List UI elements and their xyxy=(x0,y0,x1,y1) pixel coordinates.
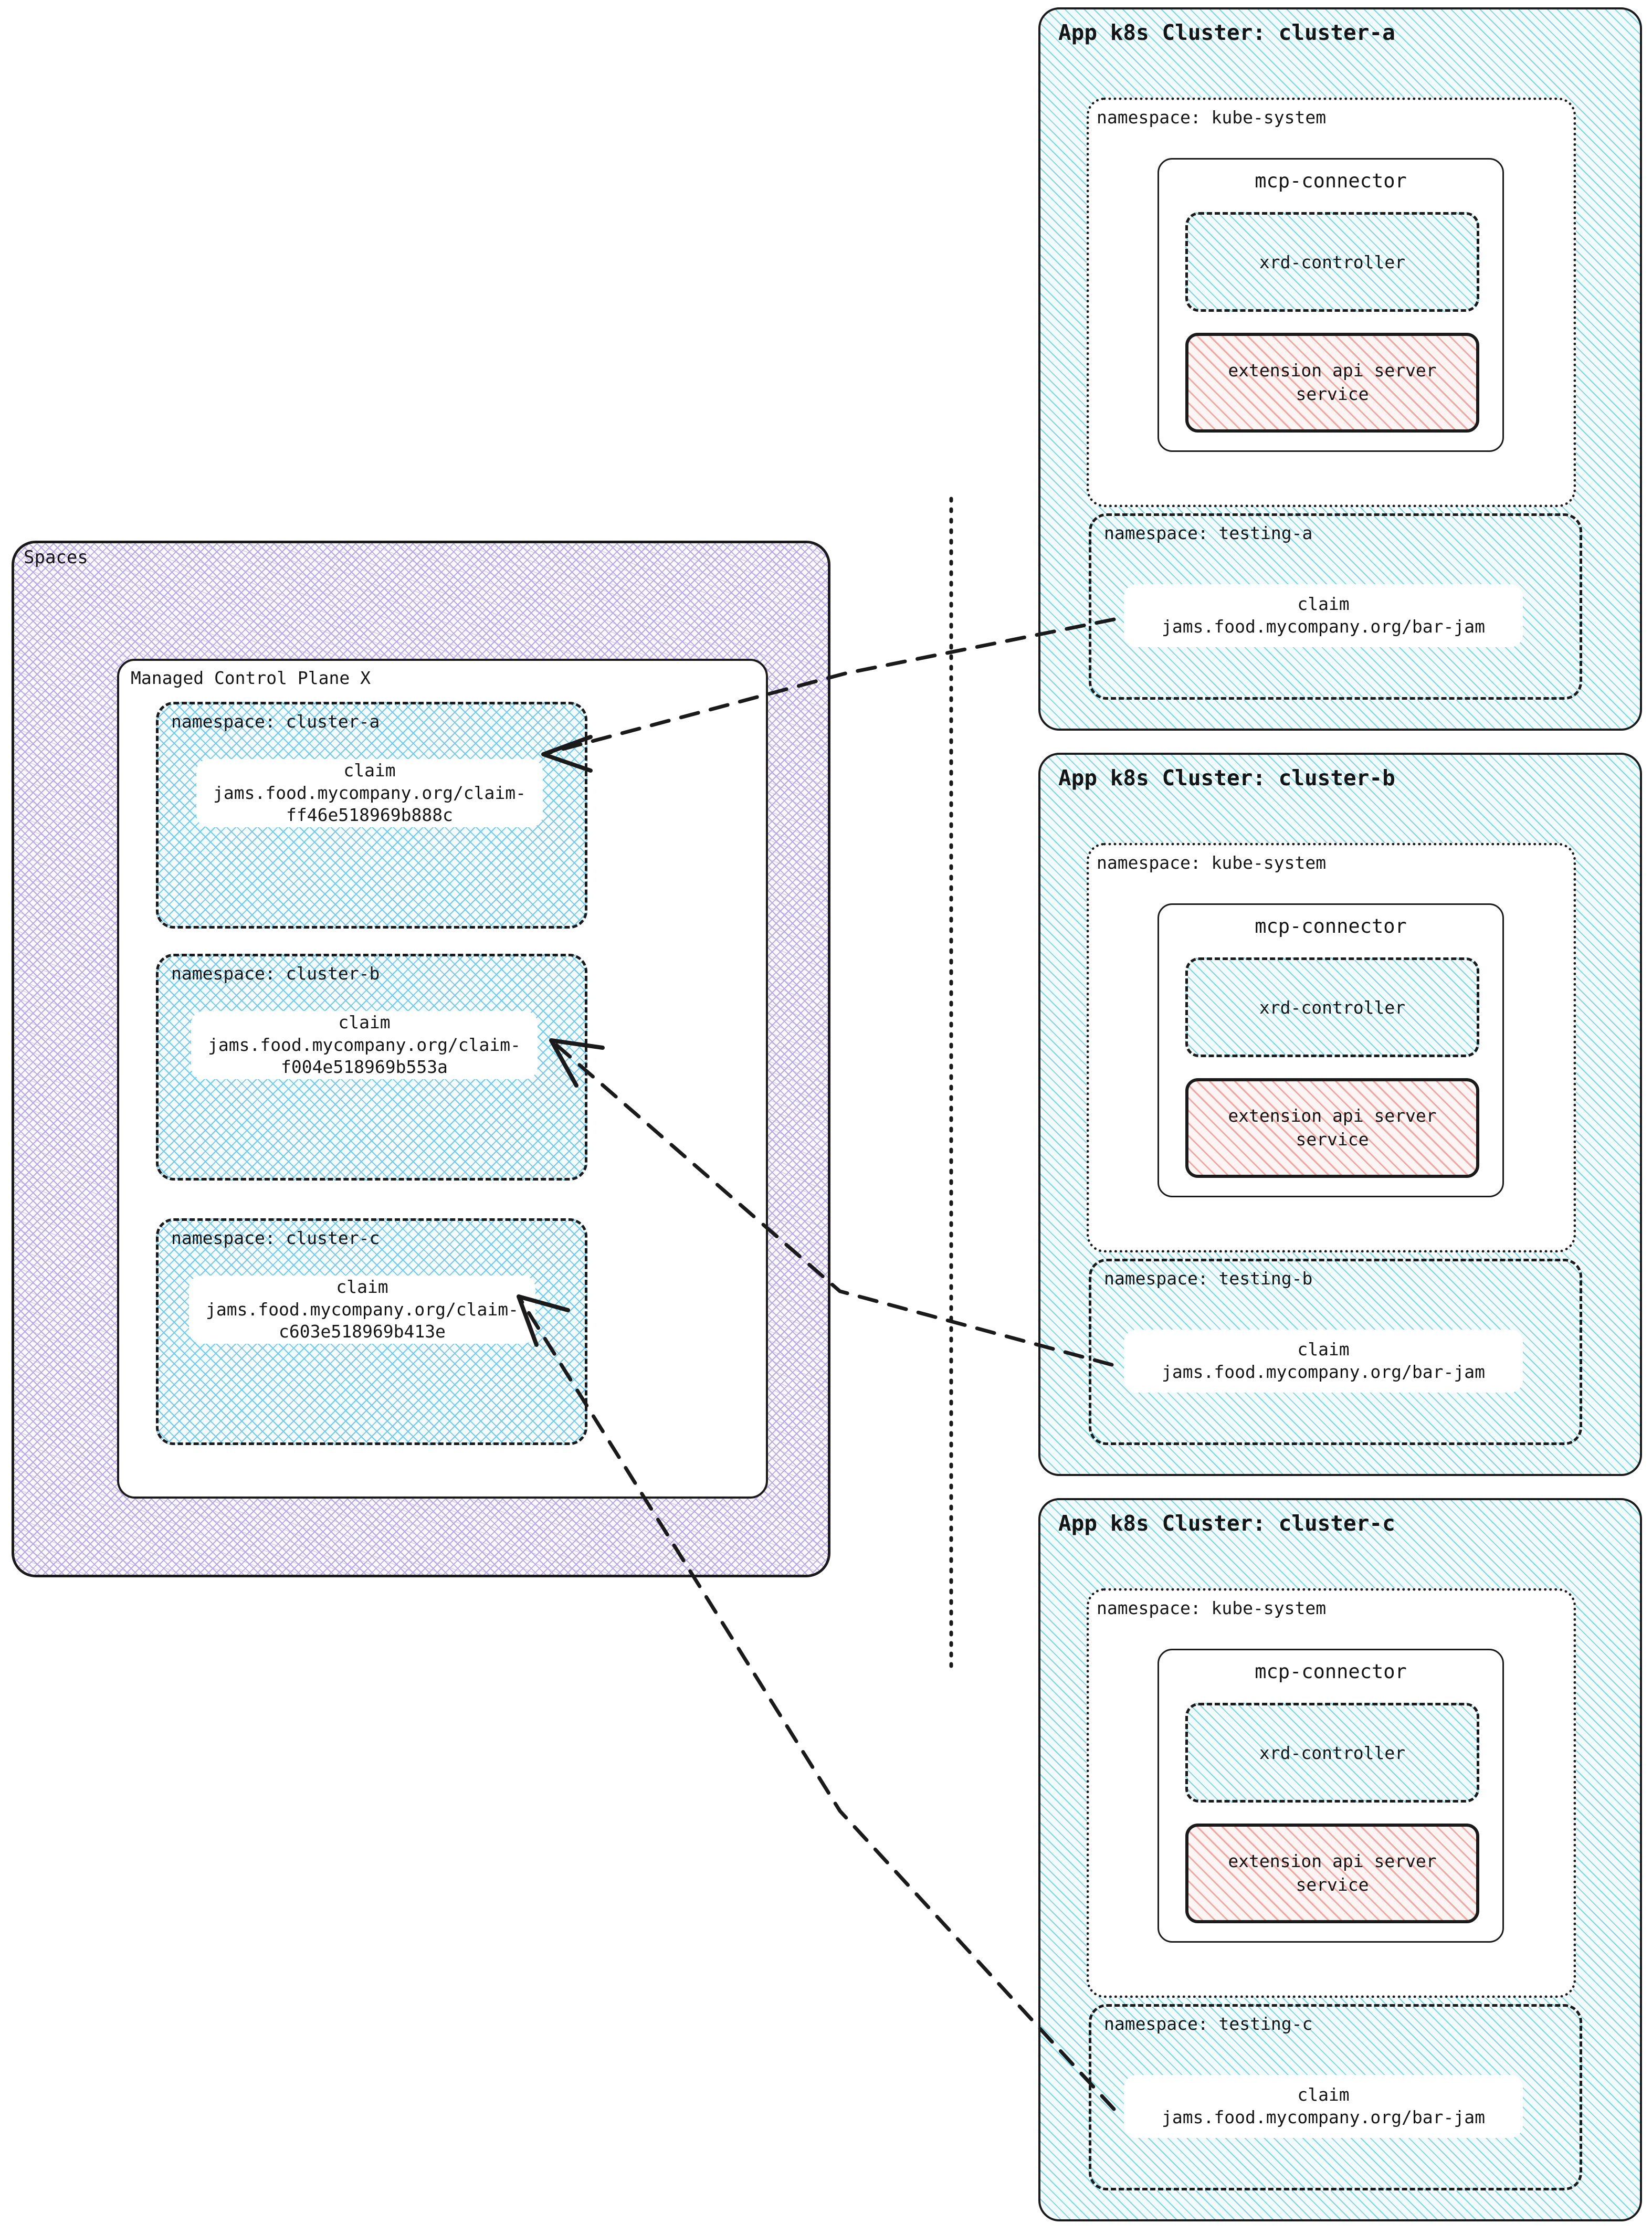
claim-ref: jams.food.mycompany.org/bar-jam xyxy=(1162,1362,1485,1382)
mcp-connector-c[interactable]: mcp-connector xrd-controller extension a… xyxy=(1158,1649,1504,1943)
namespace-cluster-b-label: namespace: cluster-b xyxy=(171,963,380,984)
xrd-controller-c[interactable]: xrd-controller xyxy=(1185,1703,1479,1803)
claim-ref: jams.food.mycompany.org/bar-jam xyxy=(1162,2107,1485,2127)
mcp-connector-b-label: mcp-connector xyxy=(1255,915,1407,937)
namespace-kube-system-a-label: namespace: kube-system xyxy=(1097,107,1327,128)
mcp-connector-a-label: mcp-connector xyxy=(1255,170,1407,192)
xrd-controller-b[interactable]: xrd-controller xyxy=(1185,957,1479,1057)
xrd-controller-c-label: xrd-controller xyxy=(1259,1742,1406,1763)
claim-ref-line1: jams.food.mycompany.org/claim- xyxy=(213,782,527,803)
cluster-c-title: App k8s Cluster: cluster-c xyxy=(1058,1511,1395,1536)
namespace-cluster-c[interactable]: namespace: cluster-c claim jams.food.myc… xyxy=(156,1218,587,1445)
namespace-kube-system-c[interactable]: namespace: kube-system mcp-connector xrd… xyxy=(1087,1588,1576,1998)
claim-ref-line2: f004e518969b553a xyxy=(281,1057,448,1078)
cluster-b-title: App k8s Cluster: cluster-b xyxy=(1058,765,1395,791)
spaces-panel[interactable]: Spaces Managed Control Plane X namespace… xyxy=(12,541,830,1577)
cluster-panel-c[interactable]: App k8s Cluster: cluster-c namespace: ku… xyxy=(1038,1498,1642,2221)
xrd-controller-b-label: xrd-controller xyxy=(1259,997,1406,1018)
namespace-testing-c[interactable]: namespace: testing-c claim jams.food.myc… xyxy=(1089,2004,1582,2190)
xrd-controller-a[interactable]: xrd-controller xyxy=(1185,212,1479,312)
namespace-cluster-b[interactable]: namespace: cluster-b claim jams.food.myc… xyxy=(156,954,587,1181)
namespace-testing-b-label: namespace: testing-b xyxy=(1104,1268,1313,1289)
cluster-a-title: App k8s Cluster: cluster-a xyxy=(1058,20,1395,45)
managed-control-plane-label: Managed Control Plane X xyxy=(131,668,371,688)
claim-kind: claim xyxy=(1297,594,1350,615)
namespace-testing-b[interactable]: namespace: testing-b claim jams.food.myc… xyxy=(1089,1259,1582,1445)
claim-ref-line2: c603e518969b413e xyxy=(279,1321,446,1342)
namespace-testing-a[interactable]: namespace: testing-a claim jams.food.myc… xyxy=(1089,513,1582,700)
namespace-kube-system-c-label: namespace: kube-system xyxy=(1097,1598,1327,1618)
namespace-kube-system-b-label: namespace: kube-system xyxy=(1097,852,1327,873)
mcp-connector-a[interactable]: mcp-connector xrd-controller extension a… xyxy=(1158,158,1504,452)
claim-ref-line1: jams.food.mycompany.org/claim- xyxy=(205,1299,519,1320)
claim-kind: claim xyxy=(343,760,396,781)
namespace-testing-a-label: namespace: testing-a xyxy=(1104,523,1313,543)
claim-kind: claim xyxy=(1297,1339,1350,1360)
claim-ref: jams.food.mycompany.org/bar-jam xyxy=(1162,616,1485,637)
namespace-cluster-a[interactable]: namespace: cluster-a claim jams.food.myc… xyxy=(156,702,587,929)
claim-kind: claim xyxy=(1297,2084,1350,2105)
claim-ref-line2: ff46e518969b888c xyxy=(286,805,453,826)
mcp-connector-c-label: mcp-connector xyxy=(1255,1660,1407,1683)
claim-box-cluster-c[interactable]: claim jams.food.mycompany.org/claim- c60… xyxy=(189,1276,535,1344)
namespace-cluster-a-label: namespace: cluster-a xyxy=(171,711,380,732)
cluster-panel-a[interactable]: App k8s Cluster: cluster-a namespace: ku… xyxy=(1038,7,1642,731)
claim-ref-line1: jams.food.mycompany.org/claim- xyxy=(207,1034,521,1055)
cluster-panel-b[interactable]: App k8s Cluster: cluster-b namespace: ku… xyxy=(1038,753,1642,1476)
namespace-kube-system-b[interactable]: namespace: kube-system mcp-connector xrd… xyxy=(1087,843,1576,1252)
spaces-label: Spaces xyxy=(24,547,88,568)
claim-box-testing-a[interactable]: claim jams.food.mycompany.org/bar-jam xyxy=(1124,584,1523,647)
claim-box-testing-c[interactable]: claim jams.food.mycompany.org/bar-jam xyxy=(1124,2075,1523,2138)
namespace-kube-system-a[interactable]: namespace: kube-system mcp-connector xrd… xyxy=(1087,98,1576,507)
claim-kind: claim xyxy=(338,1011,391,1032)
claim-box-cluster-a[interactable]: claim jams.food.mycompany.org/claim- ff4… xyxy=(196,759,543,827)
namespace-cluster-c-label: namespace: cluster-c xyxy=(171,1228,380,1248)
managed-control-plane-panel[interactable]: Managed Control Plane X namespace: clust… xyxy=(117,659,768,1499)
mcp-connector-b[interactable]: mcp-connector xrd-controller extension a… xyxy=(1158,903,1504,1197)
claim-kind: claim xyxy=(336,1276,388,1297)
namespace-testing-c-label: namespace: testing-c xyxy=(1104,2014,1313,2034)
xrd-controller-a-label: xrd-controller xyxy=(1259,251,1406,272)
claim-box-cluster-b[interactable]: claim jams.food.mycompany.org/claim- f00… xyxy=(191,1011,538,1079)
claim-box-testing-b[interactable]: claim jams.food.mycompany.org/bar-jam xyxy=(1124,1330,1523,1393)
